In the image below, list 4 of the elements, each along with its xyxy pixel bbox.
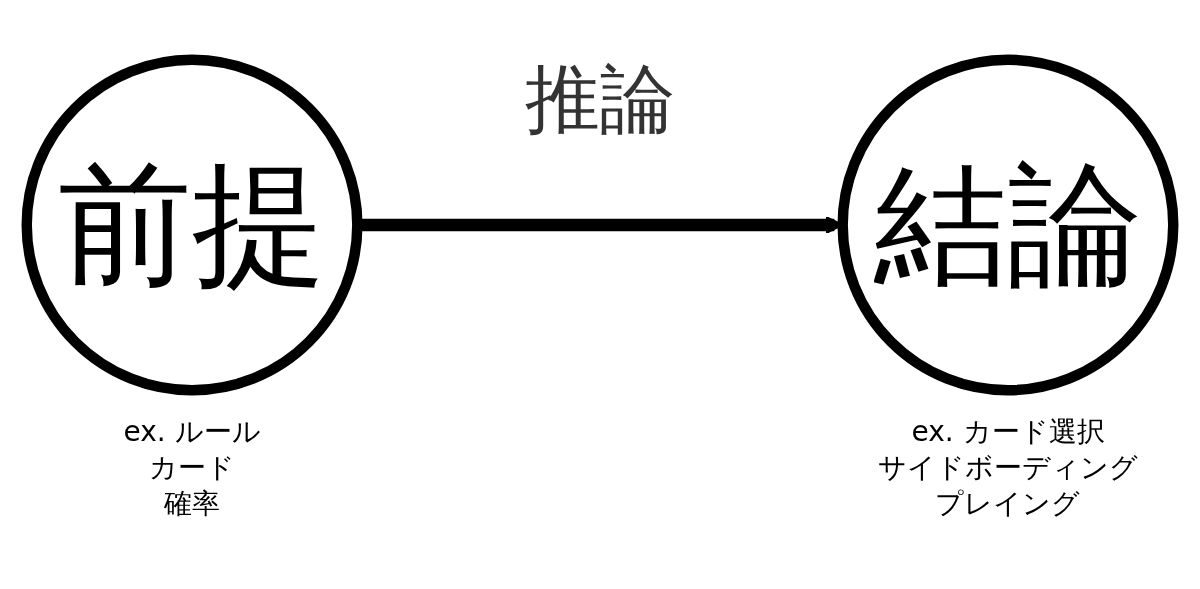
node-caption: ex. ルール カード 確率 (123, 414, 261, 523)
node-circle (837, 54, 1179, 396)
node-circle (21, 54, 363, 396)
node-caption: ex. カード選択 サイドボーディング プレイング (877, 414, 1138, 523)
